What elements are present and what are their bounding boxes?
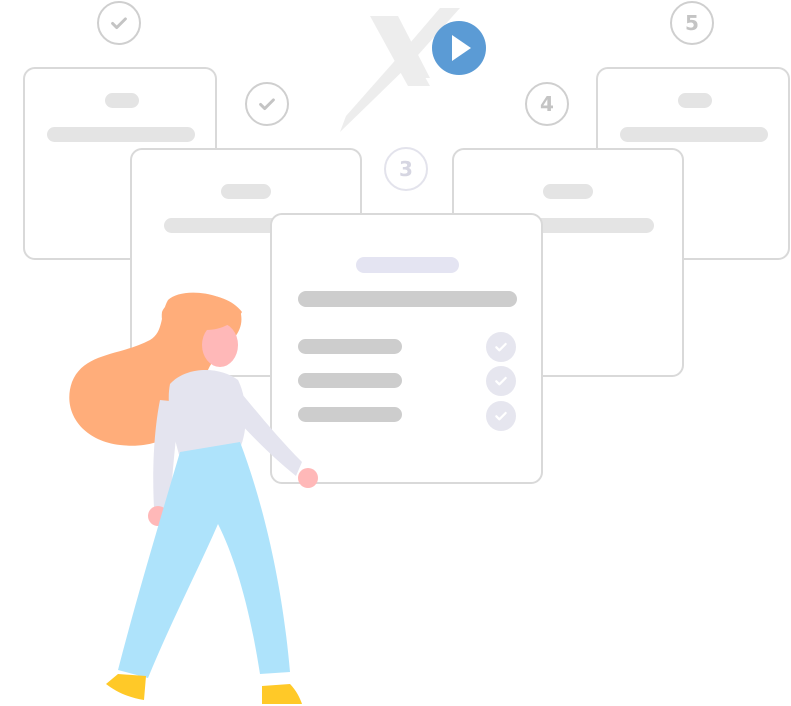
checklist-item-2-check (486, 366, 516, 396)
card-text-placeholder (620, 127, 768, 142)
checklist-item-1-check (486, 332, 516, 362)
checklist-item-2-placeholder (298, 373, 402, 388)
step-4-badge: 4 (525, 82, 569, 126)
check-icon (111, 17, 127, 30)
step-3-badge: 3 (384, 147, 428, 191)
left-shoe-shape (106, 674, 146, 700)
checklist-item-3-placeholder (298, 407, 402, 422)
step-2-completed-badge (245, 82, 289, 126)
step-1-completed-badge (97, 1, 141, 45)
check-icon (495, 411, 507, 421)
card-heading-placeholder (105, 93, 139, 108)
front-checklist-card (270, 213, 543, 484)
right-shoe-shape (262, 684, 302, 704)
check-icon (495, 376, 507, 386)
checklist-item-3-check (486, 401, 516, 431)
left-hand-shape (148, 506, 168, 526)
play-button-icon[interactable] (432, 21, 486, 75)
checklist-item-1-placeholder (298, 339, 402, 354)
card-text-placeholder (47, 127, 195, 142)
pants-shape (118, 442, 290, 678)
card-heading-placeholder (221, 184, 271, 199)
check-icon (495, 342, 507, 352)
card-heading-placeholder (678, 93, 712, 108)
check-icon (259, 98, 275, 111)
step-3-number: 3 (399, 157, 413, 181)
left-arm-shape (153, 400, 180, 510)
step-5-number: 5 (685, 11, 699, 35)
card-text-placeholder (298, 291, 517, 307)
x-letter-logo-icon (340, 8, 460, 132)
card-heading-placeholder (543, 184, 593, 199)
step-4-number: 4 (540, 92, 554, 116)
card-heading-placeholder (356, 257, 459, 273)
logo (340, 8, 486, 132)
shirt-shape (168, 369, 246, 458)
step-5-badge: 5 (670, 1, 714, 45)
